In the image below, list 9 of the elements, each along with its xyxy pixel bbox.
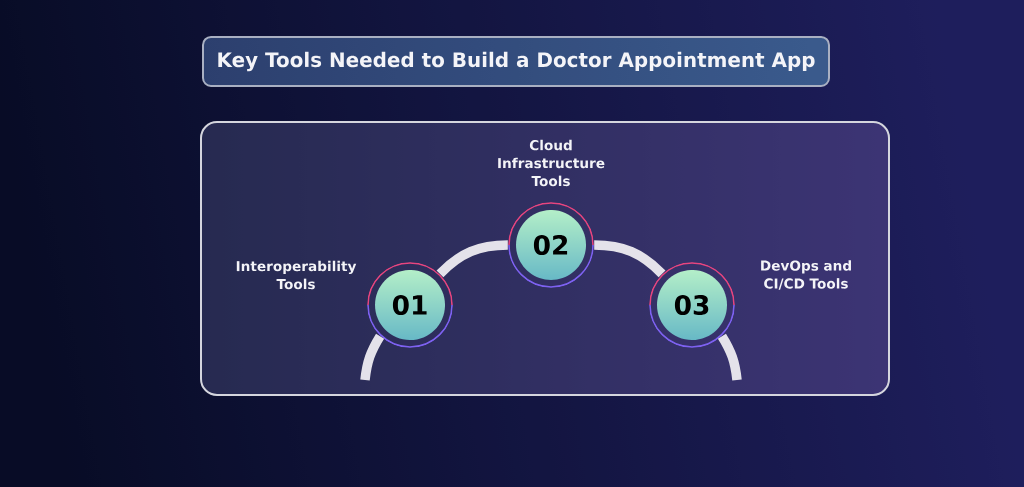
step-label: Interoperability Tools xyxy=(236,260,357,290)
panel xyxy=(200,121,890,396)
step-label: Cloud Infrastructure Tools xyxy=(498,139,605,187)
arc-line xyxy=(717,333,742,381)
arc-line xyxy=(360,333,385,381)
arc-line xyxy=(436,240,508,278)
arc-line xyxy=(594,240,666,278)
title-banner: Key Tools Needed to Build a Doctor Appointment App xyxy=(202,36,830,87)
step-label: DevOps and CI/CD Tools xyxy=(761,260,851,290)
